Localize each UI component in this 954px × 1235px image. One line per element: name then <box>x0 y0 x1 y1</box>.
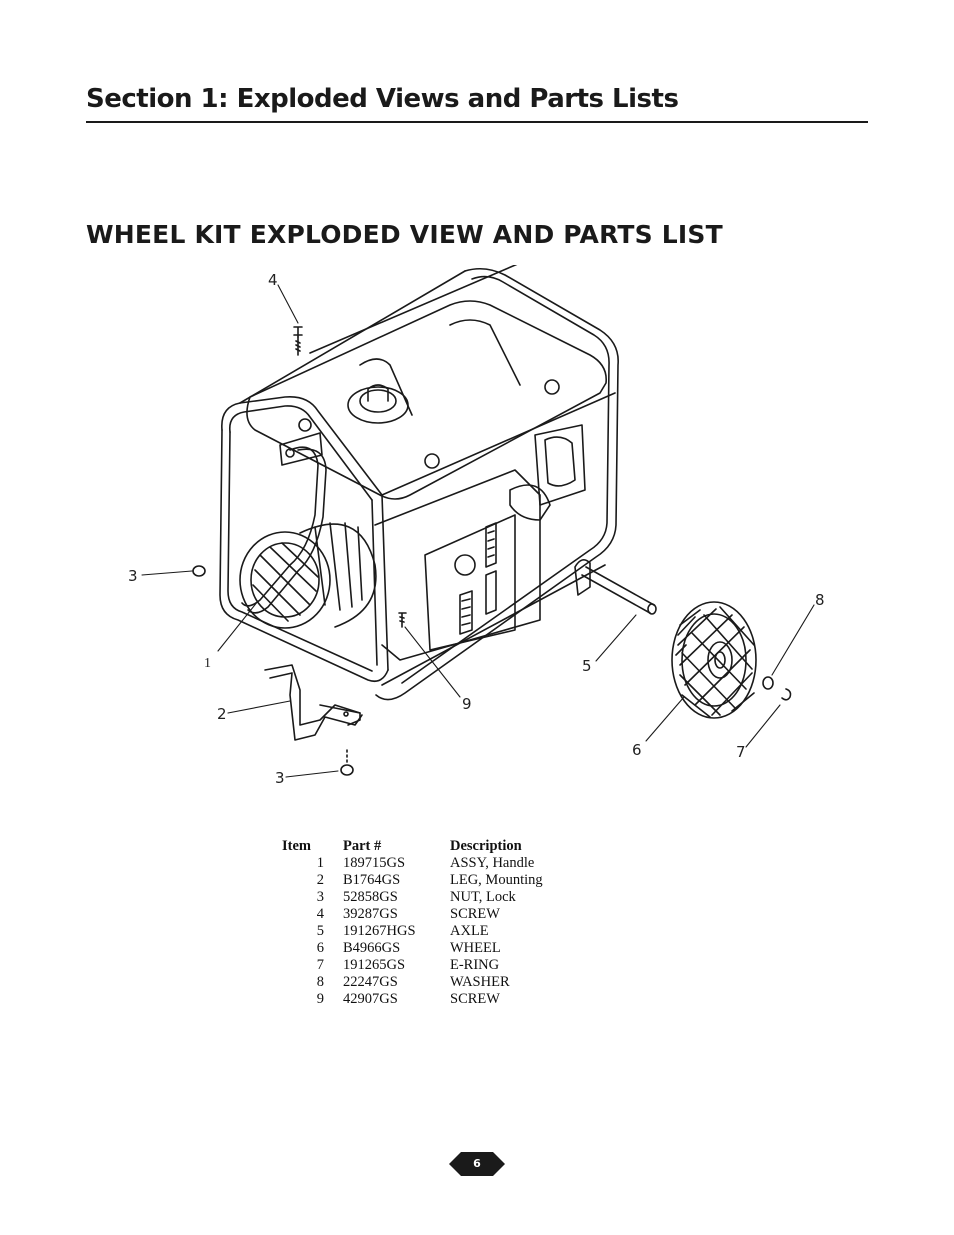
item-number: 2 <box>316 872 324 888</box>
part-number: 191265GS <box>343 957 406 973</box>
parts-table-header: Item Part # Description <box>282 838 590 855</box>
washer <box>762 676 774 690</box>
part-description: AXLE <box>450 923 489 939</box>
part-description: LEG, Mounting <box>450 872 543 888</box>
axle <box>574 559 657 615</box>
part-description: E-RING <box>450 957 500 973</box>
generator-frame <box>219 267 619 701</box>
handle-assembly <box>241 432 327 614</box>
callout-1: 1 <box>204 656 211 671</box>
leader-lines <box>141 284 815 778</box>
part-number: 52858GS <box>343 889 398 905</box>
fuel-tank <box>246 265 607 500</box>
part-description: NUT, Lock <box>450 889 516 905</box>
part-description: WHEEL <box>450 940 501 956</box>
part-number: 39287GS <box>343 906 398 922</box>
part-number: B1764GS <box>343 872 401 888</box>
column-header-part: Part # <box>343 838 382 854</box>
lock-nut-upper <box>192 565 206 577</box>
table-row: 8 22247GS WASHER <box>282 974 590 991</box>
part-description: ASSY, Handle <box>450 855 535 871</box>
screw-part-9 <box>398 612 407 628</box>
table-row: 1 189715GS ASSY, Handle <box>282 855 590 872</box>
part-description: SCREW <box>450 991 500 1007</box>
item-number: 4 <box>316 906 324 922</box>
item-number: 7 <box>316 957 324 973</box>
item-number: 1 <box>316 855 324 871</box>
item-number: 5 <box>316 923 324 939</box>
callout-6: 6 <box>632 741 642 759</box>
exploded-view-diagram: 4 3 1 2 3 9 5 6 7 8 <box>120 265 840 795</box>
table-row: 3 52858GS NUT, Lock <box>282 889 590 906</box>
page-number-badge: 6 <box>449 1152 505 1176</box>
callout-9: 9 <box>462 695 472 713</box>
part-number: 189715GS <box>343 855 406 871</box>
mounting-leg <box>264 664 363 741</box>
part-number: 42907GS <box>343 991 398 1007</box>
item-number: 3 <box>316 889 324 905</box>
part-description: SCREW <box>450 906 500 922</box>
callout-8: 8 <box>815 591 825 609</box>
part-description: WASHER <box>450 974 510 990</box>
part-number: 191267HGS <box>343 923 416 939</box>
part-number: B4966GS <box>343 940 401 956</box>
table-row: 6 B4966GS WHEEL <box>282 940 590 957</box>
callout-5: 5 <box>582 657 592 675</box>
callout-3-lower: 3 <box>275 769 285 787</box>
screw-part-4 <box>293 326 303 356</box>
item-number: 6 <box>316 940 324 956</box>
table-row: 9 42907GS SCREW <box>282 991 590 1008</box>
section-title: Section 1: Exploded Views and Parts List… <box>86 84 679 114</box>
callout-3-upper: 3 <box>128 567 138 585</box>
callout-4: 4 <box>268 271 278 289</box>
parts-list-table: Item Part # Description 1 189715GS ASSY,… <box>282 838 590 1008</box>
part-number: 22247GS <box>343 974 398 990</box>
wheel <box>671 601 757 719</box>
table-row: 4 39287GS SCREW <box>282 906 590 923</box>
callout-2: 2 <box>217 705 227 723</box>
table-row: 7 191265GS E-RING <box>282 957 590 974</box>
table-row: 5 191267HGS AXLE <box>282 923 590 940</box>
item-number: 8 <box>316 974 324 990</box>
e-ring <box>781 688 792 701</box>
section-divider <box>86 121 868 123</box>
column-header-item: Item <box>282 838 311 854</box>
lock-nut-lower <box>340 764 354 776</box>
wheel-kit-heading: WHEEL KIT EXPLODED VIEW AND PARTS LIST <box>86 220 723 249</box>
item-number: 9 <box>316 991 324 1007</box>
column-header-description: Description <box>450 838 522 854</box>
callout-7: 7 <box>736 743 746 761</box>
page-number: 6 <box>473 1157 481 1170</box>
table-row: 2 B1764GS LEG, Mounting <box>282 872 590 889</box>
engine-alternator <box>239 424 586 661</box>
page-badge-shape <box>449 1152 505 1176</box>
